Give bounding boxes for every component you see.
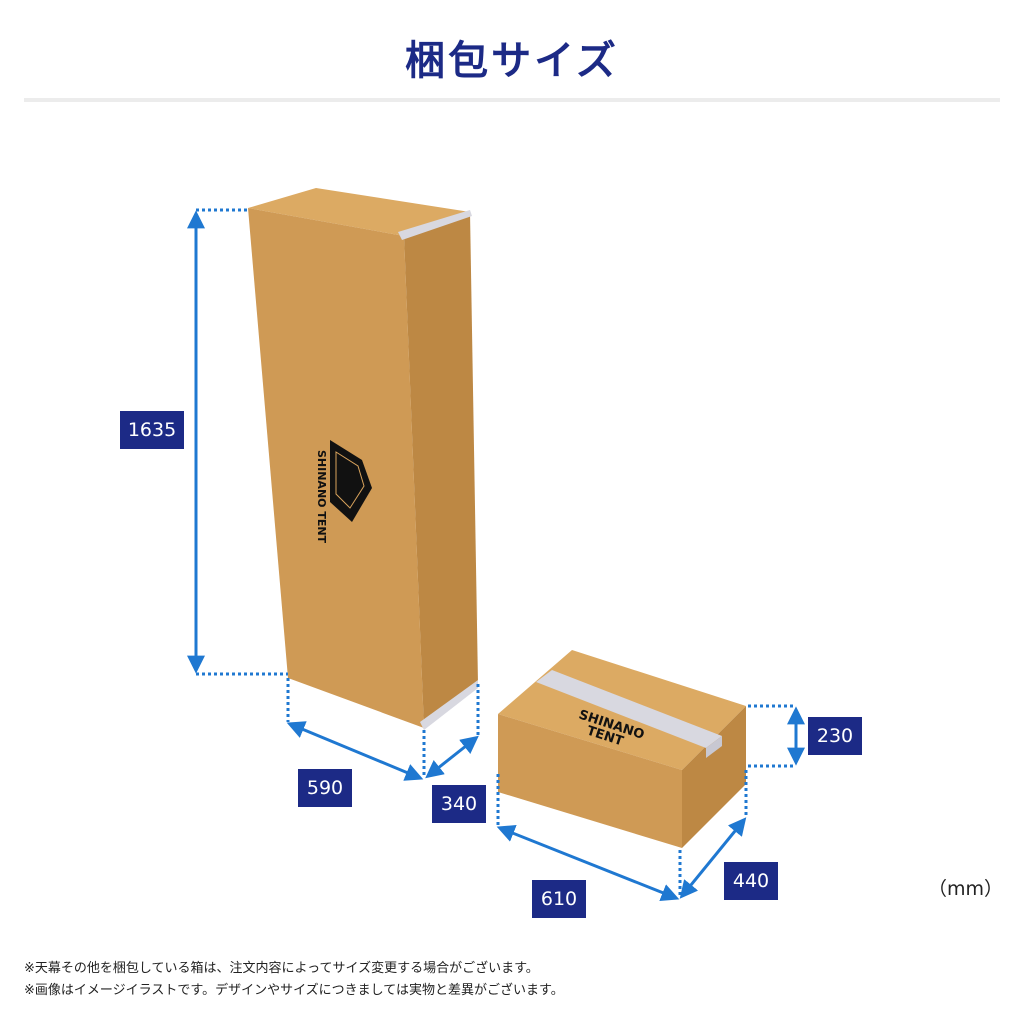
note-line: ※画像はイメージイラストです。デザインやサイズにつきましては実物と差異がございま… xyxy=(24,983,564,998)
tall-width-label: 590 xyxy=(298,769,352,807)
tall-box: SHINANO TENT xyxy=(248,188,478,730)
flat-box-front xyxy=(498,714,682,848)
page-title: 梱包サイズ xyxy=(405,38,619,84)
flat-box: SHINANO TENT xyxy=(498,650,746,848)
tall-box-logo-text: SHINANO TENT xyxy=(315,450,328,544)
tall-box-logo: SHINANO TENT xyxy=(315,440,372,544)
flat-box-tape xyxy=(536,670,722,748)
flat-box-side xyxy=(682,706,746,848)
tall-depth-label: 340 xyxy=(432,785,486,823)
tall-depth-arrow xyxy=(425,735,479,779)
note-line: ※天幕その他を梱包している箱は、注文内容によってサイズ変更する場合がございます。 xyxy=(24,961,539,976)
tall-box-top xyxy=(248,188,470,236)
unit-label: （mm） xyxy=(928,878,1004,900)
flat-depth-label: 440 xyxy=(724,862,778,900)
flat-depth-arrow xyxy=(679,817,747,899)
tall-box-tape-bottom xyxy=(420,680,478,730)
notes: ※天幕その他を梱包している箱は、注文内容によってサイズ変更する場合がございます。… xyxy=(24,958,1004,1002)
tall-box-tape xyxy=(398,210,472,240)
flat-width-label: 610 xyxy=(532,880,586,918)
title-divider xyxy=(24,98,1000,102)
flat-height-label: 230 xyxy=(808,717,862,755)
dimension-lines xyxy=(187,208,805,902)
tall-box-side xyxy=(404,212,478,728)
tall-width-arrow xyxy=(286,721,424,781)
flat-width-arrow xyxy=(496,824,680,902)
tall-height-label: 1635 xyxy=(120,411,184,449)
flat-box-tape-side xyxy=(706,736,722,758)
